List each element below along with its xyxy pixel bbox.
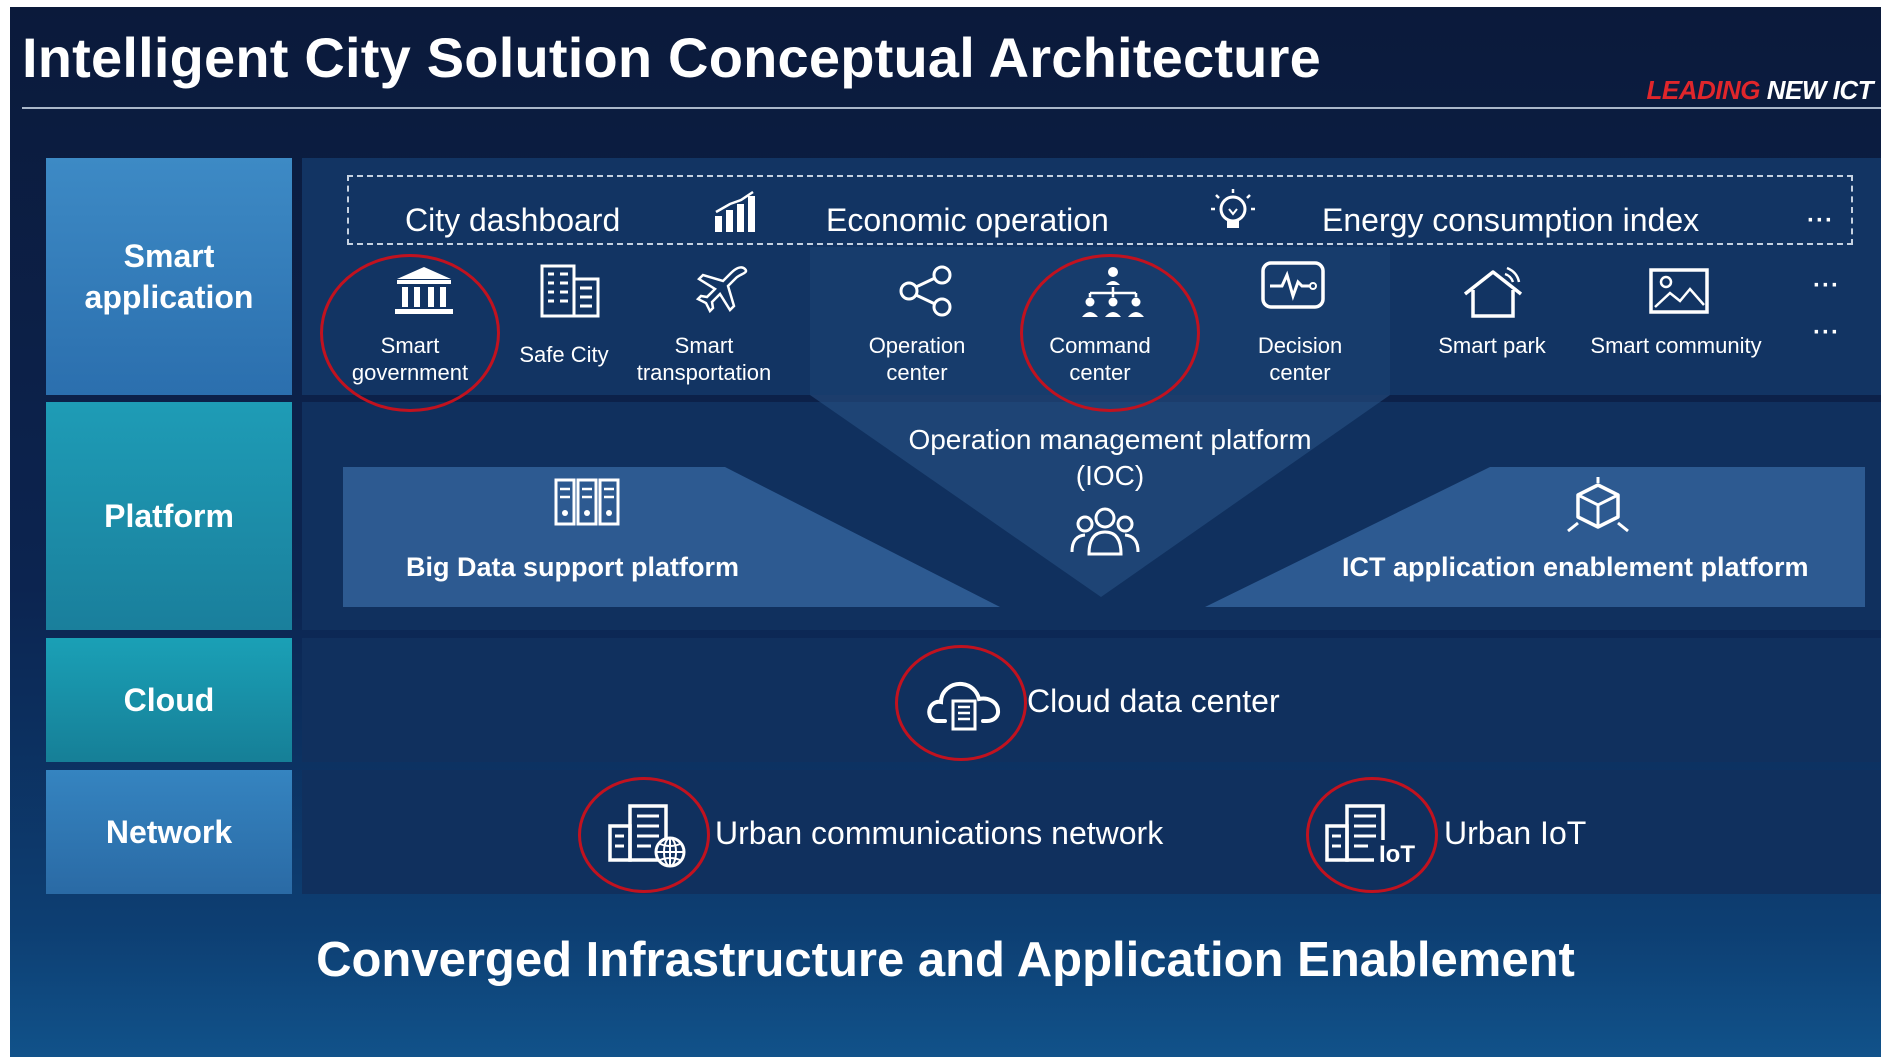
cube-network-icon: [1564, 473, 1632, 535]
office-building-icon: [539, 263, 601, 319]
slide: Intelligent City Solution Conceptual Arc…: [10, 7, 1881, 1057]
layer-label-smart-application-text: Smart application: [84, 237, 254, 315]
footer-tagline: Converged Infrastructure and Application…: [316, 933, 1575, 987]
band-network: [302, 770, 1881, 894]
layer-label-smart-application: Smart application: [46, 158, 292, 395]
layer-label-cloud-text: Cloud: [123, 681, 215, 718]
layer-label-platform-text: Platform: [104, 497, 234, 534]
brand-logo: LEADING NEW ICT: [1647, 75, 1874, 106]
layer-label-platform: Platform: [46, 402, 292, 630]
heartbeat-monitor-icon: [1260, 260, 1326, 312]
urban-comm-network-label: Urban communications network: [715, 815, 1164, 851]
airplane-icon: [695, 265, 751, 315]
layer-label-cloud: Cloud: [46, 638, 292, 762]
urban-iot-label: Urban IoT: [1444, 815, 1587, 851]
server-rack-icon: [553, 477, 621, 527]
picture-icon: [1648, 267, 1710, 315]
dashboard-more: ···: [1807, 207, 1834, 234]
highlight-ring-command-center: [1020, 254, 1200, 412]
bar-chart-icon: [713, 190, 759, 234]
apps-more-2: ···: [1813, 319, 1840, 346]
economic-operation-label: Economic operation: [826, 202, 1109, 238]
smart-community-label: Smart community: [1590, 333, 1762, 358]
operation-center-label: Operation center: [868, 333, 966, 385]
smart-transportation-label: Smart transportation: [636, 333, 772, 385]
highlight-ring-cloud-data-center: [895, 645, 1027, 761]
layer-label-network: Network: [46, 770, 292, 894]
energy-consumption-label: Energy consumption index: [1322, 202, 1700, 238]
ict-platform-label: ICT application enablement platform: [1342, 552, 1809, 582]
slide-title: Intelligent City Solution Conceptual Arc…: [22, 26, 1321, 89]
lightbulb-icon: [1208, 187, 1258, 237]
band-cloud: [302, 638, 1881, 762]
house-wifi-icon: [1461, 264, 1525, 320]
team-icon: [1068, 504, 1142, 558]
highlight-ring-urban-iot: [1306, 777, 1438, 893]
highlight-ring-urban-comm: [578, 777, 710, 893]
title-divider: [22, 107, 1881, 109]
highlight-ring-smart-government: [320, 254, 500, 412]
apps-more-1: ···: [1813, 272, 1840, 299]
cloud-data-center-label: Cloud data center: [1027, 683, 1280, 719]
decision-center-label: Decision center: [1257, 333, 1343, 385]
ioc-funnel: [810, 395, 1390, 597]
dashboard-row: [347, 175, 1853, 245]
safe-city-label: Safe City: [519, 342, 609, 367]
ict-block: [1205, 467, 1865, 607]
city-dashboard-label: City dashboard: [405, 202, 621, 238]
share-nodes-icon: [896, 265, 956, 317]
brand-new-ict: NEW ICT: [1760, 75, 1874, 105]
layer-label-network-text: Network: [105, 813, 233, 850]
smart-park-label: Smart park: [1438, 333, 1546, 358]
big-data-block: [343, 467, 1000, 607]
big-data-platform-label: Big Data support platform: [406, 552, 740, 582]
ioc-label: Operation management platform (IOC): [908, 424, 1312, 491]
brand-leading: LEADING: [1646, 75, 1761, 105]
